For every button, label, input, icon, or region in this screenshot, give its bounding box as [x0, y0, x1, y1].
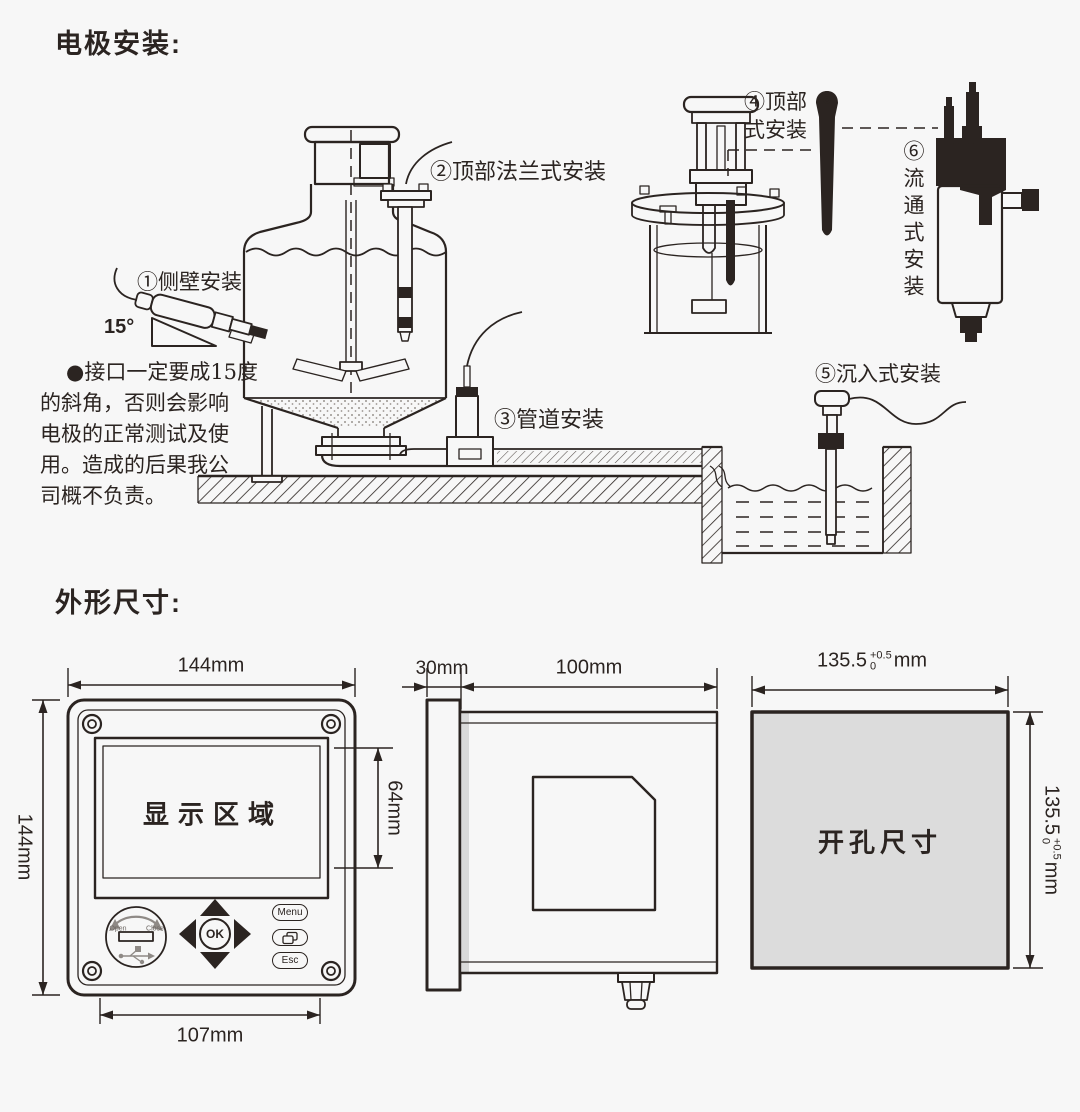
usb-icon — [118, 946, 155, 965]
ok-button: OK — [199, 918, 231, 950]
corner-screw-icon — [81, 713, 342, 982]
open-close-dial — [105, 906, 167, 968]
section-title-dimensions: 外形尺寸: — [55, 588, 182, 618]
cutout-height-tolerance: +0.5 0 — [1040, 838, 1063, 860]
sump-pool-drawing — [701, 445, 912, 564]
side-wall-electrode-drawing — [113, 267, 268, 347]
label-side-wall-install: ①侧壁安装 — [137, 270, 242, 294]
cutout-height-value: 135.5 — [1040, 784, 1063, 836]
display-area-text: 显示区域 — [142, 800, 284, 831]
dim-bezel-depth: 30mm — [415, 658, 469, 679]
label-top-mount-line1: ④顶部 — [744, 90, 807, 114]
note-line: ●接口一定要成15度 — [66, 360, 259, 384]
side-view-drawing — [425, 698, 719, 1010]
section-title-electrode-install: 电极安装: — [55, 29, 182, 59]
tolerance-upper: +0.5 — [870, 649, 892, 661]
front-view-drawing — [66, 698, 357, 997]
label-submerged-install: ⑤沉入式安装 — [815, 362, 941, 386]
esc-button-label: Esc — [281, 955, 299, 966]
cable-gland-icon — [617, 972, 655, 1010]
cutout-width-tolerance: +0.5 0 — [870, 650, 892, 672]
top-flange-electrode-drawing — [380, 141, 453, 342]
note-line: 用。造成的后果我公 — [40, 453, 229, 477]
screen-switch-button — [272, 929, 308, 946]
top-mount-assembly-drawing — [631, 95, 938, 334]
cutout-height-unit: mm — [1040, 861, 1063, 896]
submerged-electrode-drawing — [814, 390, 967, 545]
note-line: 电极的正常测试及使 — [40, 422, 229, 446]
screen-switch-icon — [282, 931, 298, 944]
installation-note: ●接口一定要成15度 的斜角，否则会影响 电极的正常测试及使 用。造成的后果我公… — [40, 357, 258, 512]
label-top-mount-install: ④顶部 式安装 — [744, 88, 807, 144]
right-arrow-button — [234, 919, 251, 949]
menu-button: Menu — [272, 904, 308, 921]
tolerance-lower: 0 — [1040, 838, 1052, 845]
flow-cell-drawing — [936, 82, 1039, 342]
label-top-mount-line2: 式安装 — [744, 118, 807, 142]
dim-display-height: 64mm — [383, 780, 406, 836]
note-line: 的斜角，否则会影响 — [40, 391, 229, 415]
dim-cutout-height: 135.5 +0.5 0 mm — [1040, 785, 1063, 895]
tolerance-lower: 0 — [870, 660, 877, 672]
label-pipeline-install: ③管道安装 — [494, 408, 605, 433]
tolerance-upper: +0.5 — [1051, 838, 1063, 860]
menu-button-label: Menu — [277, 907, 303, 918]
cutout-width-unit: mm — [893, 649, 928, 672]
cutout-size-text: 开孔尺寸 — [817, 828, 943, 859]
pipeline-electrode-drawing — [446, 311, 523, 467]
down-arrow-button — [200, 952, 230, 969]
left-arrow-button — [179, 919, 196, 949]
dim-front-height: 144mm — [13, 813, 36, 881]
note-line: 司概不负责。 — [40, 484, 166, 508]
dim-front-width: 144mm — [177, 654, 245, 677]
esc-button: Esc — [272, 952, 308, 969]
dial-close-label: Close — [146, 925, 164, 933]
cutout-view-drawing — [750, 710, 1010, 970]
dim-cutout-width: 135.5 +0.5 0 mm — [817, 650, 927, 673]
dim-bottom-width: 107mm — [176, 1024, 244, 1047]
electrode-probe-drawing — [816, 91, 838, 236]
up-arrow-button — [200, 899, 230, 916]
label-top-flange-install: ②顶部法兰式安装 — [430, 160, 607, 185]
label-angle-15deg: 15° — [104, 316, 135, 338]
dim-body-depth: 100mm — [555, 656, 623, 679]
dimension-lines — [32, 668, 1043, 1024]
cutout-width-value: 135.5 — [816, 649, 868, 672]
label-flow-through-install: ⑥流通式安装 — [901, 140, 925, 302]
dial-open-label: Open — [109, 925, 127, 933]
